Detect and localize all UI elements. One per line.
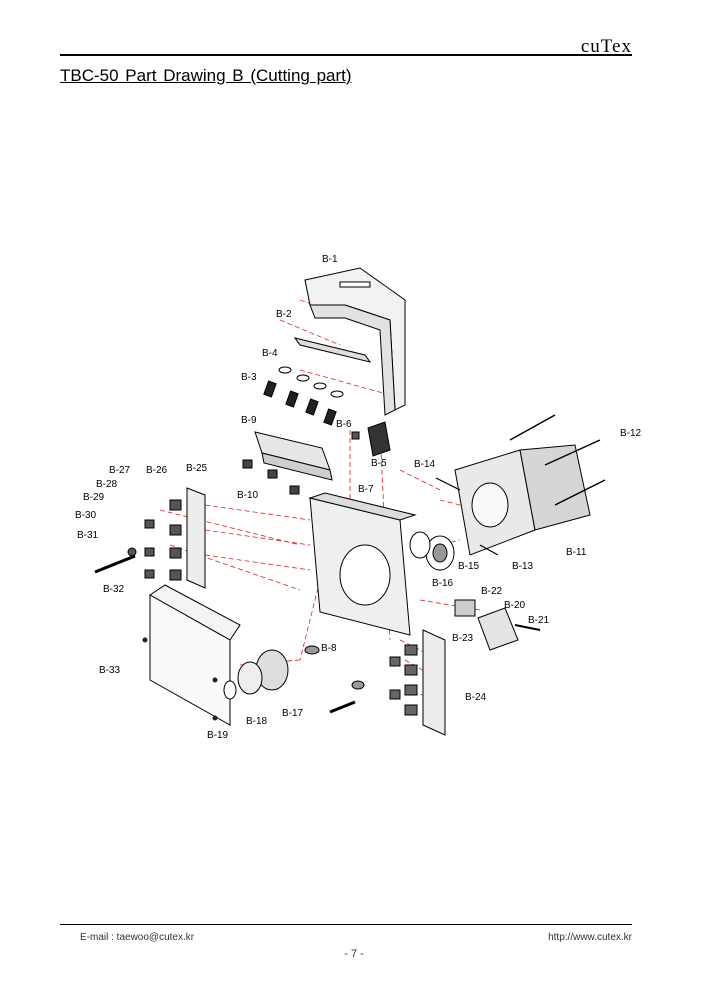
label-b9: B-9 <box>241 415 257 426</box>
label-b17: B-17 <box>282 708 304 719</box>
label-b32: B-32 <box>103 584 125 595</box>
label-b18: B-18 <box>246 716 268 727</box>
exploded-parts-drawing: B-1 B-2 B-4 B-3 B-9 B-6 B-5 B-12 B-14 B-… <box>75 254 642 741</box>
page-title: TBC-50 Part Drawing B (Cutting part) <box>60 66 352 85</box>
label-b22: B-22 <box>481 586 503 597</box>
label-b15: B-15 <box>458 561 480 572</box>
page-number: - 7 - <box>344 948 364 960</box>
label-b25: B-25 <box>186 463 208 474</box>
label-b6: B-6 <box>336 419 352 430</box>
label-b21: B-21 <box>528 615 550 626</box>
label-b4: B-4 <box>262 348 278 359</box>
brand-logo: cuTex <box>580 36 632 57</box>
label-b8: B-8 <box>321 643 337 654</box>
label-b12: B-12 <box>620 428 642 439</box>
label-b30: B-30 <box>75 510 97 521</box>
label-b3: B-3 <box>241 372 257 383</box>
label-b11: B-11 <box>566 547 587 558</box>
label-b5: B-5 <box>371 458 387 469</box>
label-b16: B-16 <box>432 578 454 589</box>
label-b26: B-26 <box>146 465 168 476</box>
label-b23: B-23 <box>452 633 474 644</box>
label-b7: B-7 <box>358 484 374 495</box>
footer-email: E-mail : taewoo@cutex.kr <box>80 932 195 943</box>
label-b10: B-10 <box>237 490 259 501</box>
label-b14: B-14 <box>414 459 436 470</box>
label-b20: B-20 <box>504 600 526 611</box>
label-b13: B-13 <box>512 561 534 572</box>
footer-rule <box>60 924 632 925</box>
label-b28: B-28 <box>96 479 118 490</box>
header-rule <box>60 54 632 56</box>
label-b1: B-1 <box>322 254 338 265</box>
label-b31: B-31 <box>77 530 99 541</box>
label-b24: B-24 <box>465 692 487 703</box>
footer-url: http://www.cutex.kr <box>548 932 632 943</box>
label-b27: B-27 <box>109 465 131 476</box>
label-b2: B-2 <box>276 309 292 320</box>
label-b29: B-29 <box>83 492 105 503</box>
label-b19: B-19 <box>207 730 229 741</box>
label-b33: B-33 <box>99 665 121 676</box>
